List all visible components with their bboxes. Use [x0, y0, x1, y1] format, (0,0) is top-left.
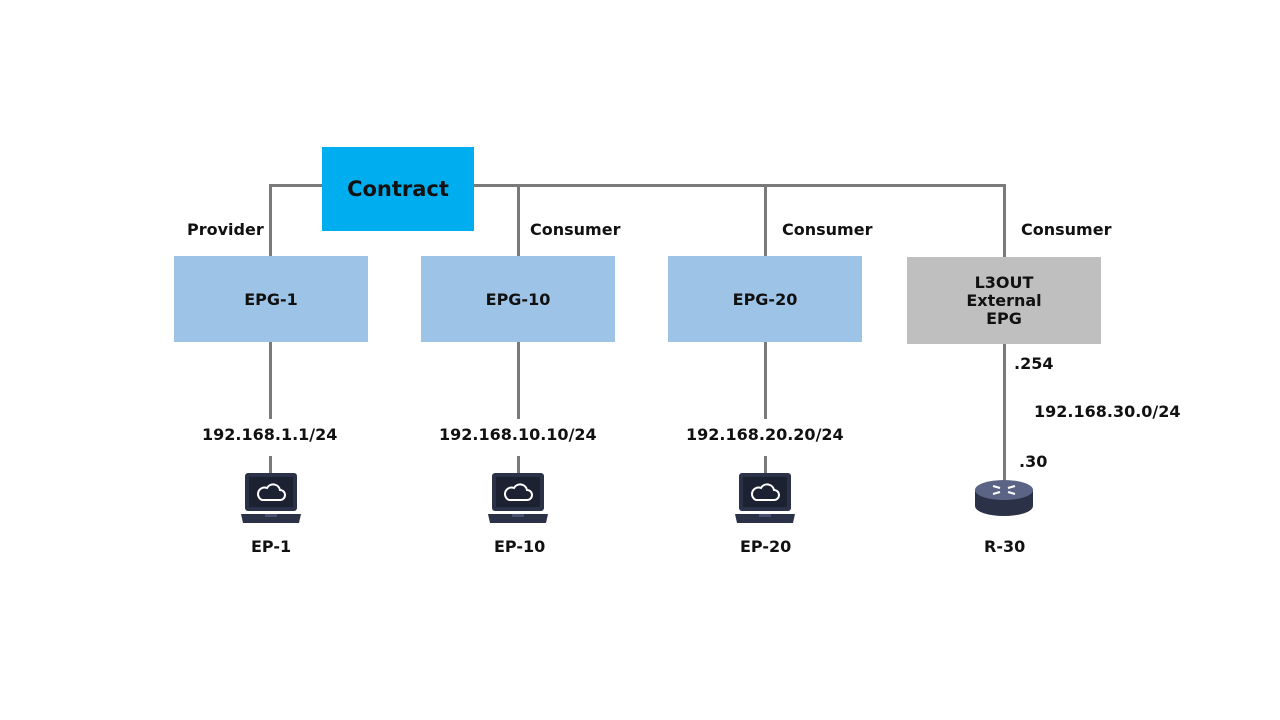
role-label-l3out: Consumer	[1021, 220, 1112, 239]
role-label-epg1: Provider	[187, 220, 264, 239]
l3out-external-epg-box: L3OUT External EPG	[907, 257, 1101, 344]
ep1-address-label: 192.168.1.1/24	[202, 425, 338, 444]
laptop-cloud-icon	[241, 473, 301, 523]
l3out-label-line2: External	[966, 290, 1042, 310]
epg10-box: EPG-10	[421, 256, 615, 342]
laptop-cloud-icon	[488, 473, 548, 523]
epg10-label: EPG-10	[485, 289, 551, 309]
epg20-box: EPG-20	[668, 256, 862, 342]
l3out-label-line3: EPG	[986, 308, 1022, 328]
ep10-address-label: 192.168.10.10/24	[439, 425, 597, 444]
epg1-box: EPG-1	[174, 256, 368, 342]
epg10-drop-line	[517, 184, 520, 256]
ep1-link-line	[269, 341, 272, 419]
role-label-epg20: Consumer	[782, 220, 873, 239]
ep10-icon-link-line	[517, 456, 520, 474]
l3out-gateway-label: .254	[1014, 354, 1054, 373]
ep1-icon-link-line	[269, 456, 272, 474]
ep20-link-line	[764, 341, 767, 419]
ep20-address-label: 192.168.20.20/24	[686, 425, 844, 444]
ep1-name-label: EP-1	[251, 537, 292, 556]
epg20-label: EPG-20	[732, 289, 798, 309]
contract-label: Contract	[347, 177, 449, 201]
contract-box: Contract	[322, 147, 474, 231]
ep20-icon-link-line	[764, 456, 767, 474]
router-icon	[975, 480, 1033, 516]
r30-subnet-label: 192.168.30.0/24	[1034, 402, 1181, 421]
l3out-drop-line	[1003, 184, 1006, 257]
ep20-name-label: EP-20	[740, 537, 792, 556]
l3out-label-line1: L3OUT	[974, 272, 1034, 292]
ep10-link-line	[517, 341, 520, 419]
epg1-drop-line	[269, 184, 272, 256]
epg20-drop-line	[764, 184, 767, 256]
epg1-label: EPG-1	[244, 289, 298, 309]
laptop-cloud-icon	[735, 473, 795, 523]
role-label-epg10: Consumer	[530, 220, 621, 239]
r30-host-label: .30	[1019, 452, 1048, 471]
ep10-name-label: EP-10	[494, 537, 546, 556]
r30-name-label: R-30	[984, 537, 1026, 556]
r30-link-line	[1003, 343, 1006, 483]
contract-bus-line	[270, 184, 1006, 187]
